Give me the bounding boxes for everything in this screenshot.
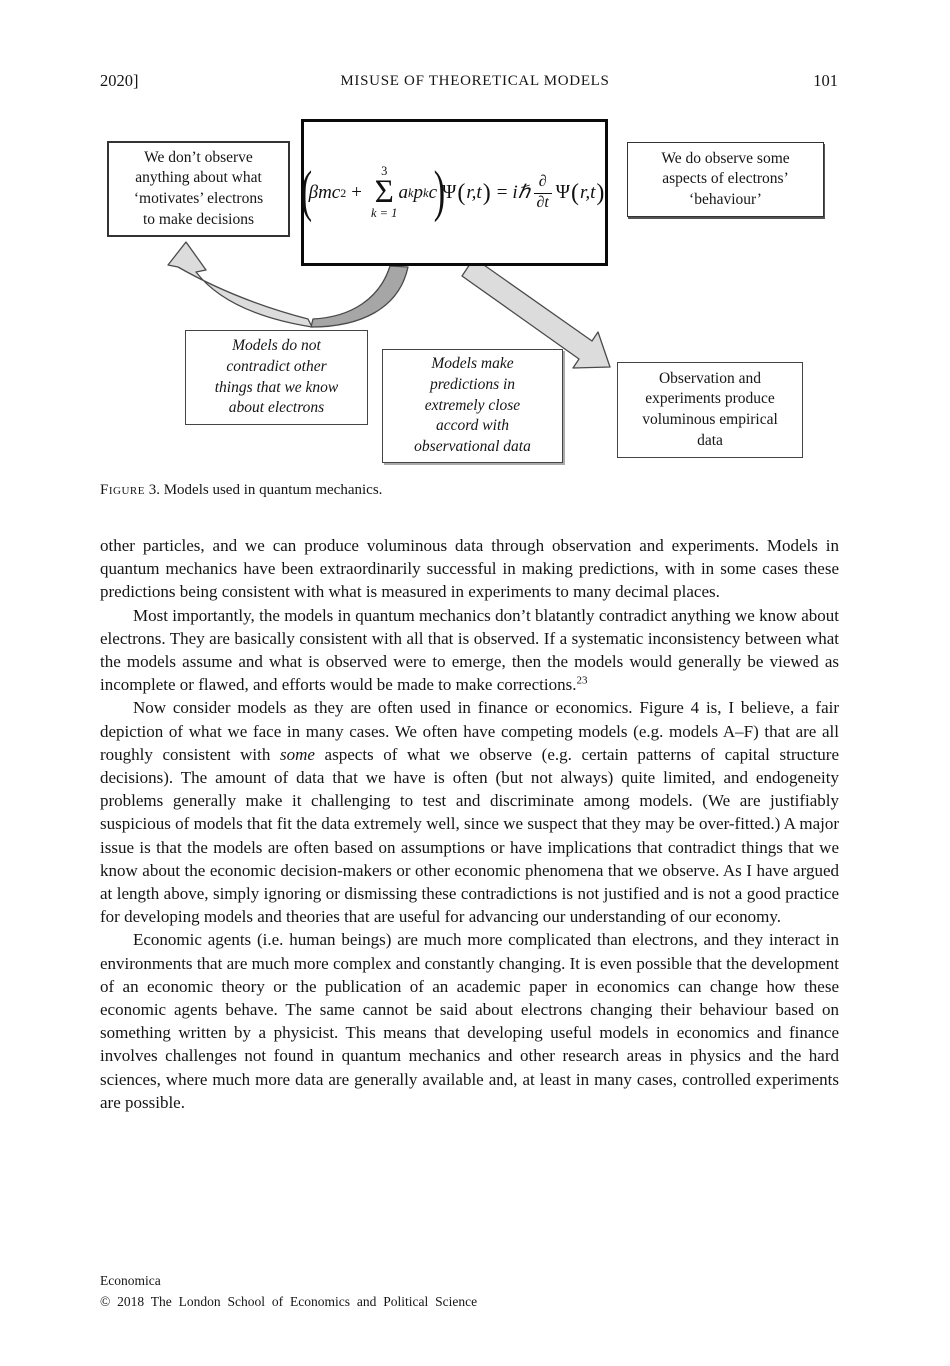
- models-predictions-box: Models make predictions in extremely clo…: [382, 349, 563, 463]
- curved-arrow-dark-segment: [310, 265, 409, 328]
- journal-name: Economica: [100, 1273, 161, 1288]
- eq-psi-1: Ψ: [441, 181, 457, 203]
- header-running-title: MISUSE OF THEORETICAL MODELS: [340, 73, 610, 89]
- figure-caption: Figure 3. Models used in quantum mechani…: [100, 482, 382, 499]
- eq-lp-2: (: [571, 179, 580, 206]
- eq-c: c: [428, 181, 437, 203]
- eq-sum-lower: k = 1: [370, 206, 398, 221]
- paragraph-3: Now consider models as they are often us…: [100, 698, 839, 927]
- eq-rp-1: ): [482, 179, 491, 206]
- eq-psi-2: Ψ: [555, 181, 571, 203]
- paragraph-1: other particles, and we can produce volu…: [100, 536, 839, 602]
- eq-rp-2: ): [596, 179, 605, 206]
- no-observe-motives-box: We don’t observe anything about what ‘mo…: [107, 141, 290, 237]
- observe-behaviour-text: We do observe some aspects of electrons’…: [661, 149, 790, 208]
- eq-partial-bottom: ∂t: [536, 193, 549, 211]
- header-page-number: 101: [813, 71, 838, 90]
- observe-behaviour-box: We do observe some aspects of electrons’…: [627, 142, 824, 217]
- eq-p: p: [413, 181, 424, 203]
- figure-caption-text: 3. Models used in quantum mechanics.: [144, 482, 383, 498]
- eq-partial-top: ∂: [533, 173, 552, 194]
- eq-lp-1: (: [457, 179, 466, 206]
- sigma-icon: Σ: [374, 173, 394, 210]
- models-no-contradiction-box: Models do not contradict other things th…: [185, 330, 368, 425]
- eq-summation: 3 Σ k = 1: [371, 165, 397, 220]
- body-text: other particles, and we can produce volu…: [100, 534, 839, 1114]
- paragraph-4: Economic agents (i.e. human beings) are …: [100, 930, 839, 1112]
- header-volume-year: 2020]: [100, 71, 139, 90]
- eq-equals: =: [496, 181, 508, 203]
- eq-plus: +: [351, 181, 362, 203]
- big-left-paren: (: [300, 160, 312, 224]
- observation-data-box: Observation and experiments produce volu…: [617, 362, 803, 458]
- eq-sum-upper: 3: [381, 164, 388, 179]
- eq-ihbar: iℏ: [512, 181, 530, 203]
- models-predictions-text: Models make predictions in extremely clo…: [414, 355, 531, 455]
- eq-beta-mc: βmc: [308, 181, 341, 203]
- paragraph-2: Most importantly, the models in quantum …: [100, 605, 839, 695]
- eq-rt-1: r,t: [466, 181, 482, 203]
- no-observe-motives-text: We don’t observe anything about what ‘mo…: [133, 148, 264, 228]
- eq-a: a: [398, 181, 408, 203]
- copyright-line: © 2018 The London School of Economics an…: [100, 1294, 478, 1309]
- big-right-paren: ): [433, 160, 446, 224]
- figure-caption-label: Figure: [100, 482, 145, 498]
- curved-arrow-to-left-box-icon: [167, 241, 313, 328]
- eq-partial-fraction: ∂ ∂t: [533, 173, 552, 212]
- eq-rt-2: r,t: [580, 181, 596, 203]
- observation-data-text: Observation and experiments produce volu…: [642, 369, 778, 449]
- models-no-contradiction-text: Models do not contradict other things th…: [214, 337, 339, 417]
